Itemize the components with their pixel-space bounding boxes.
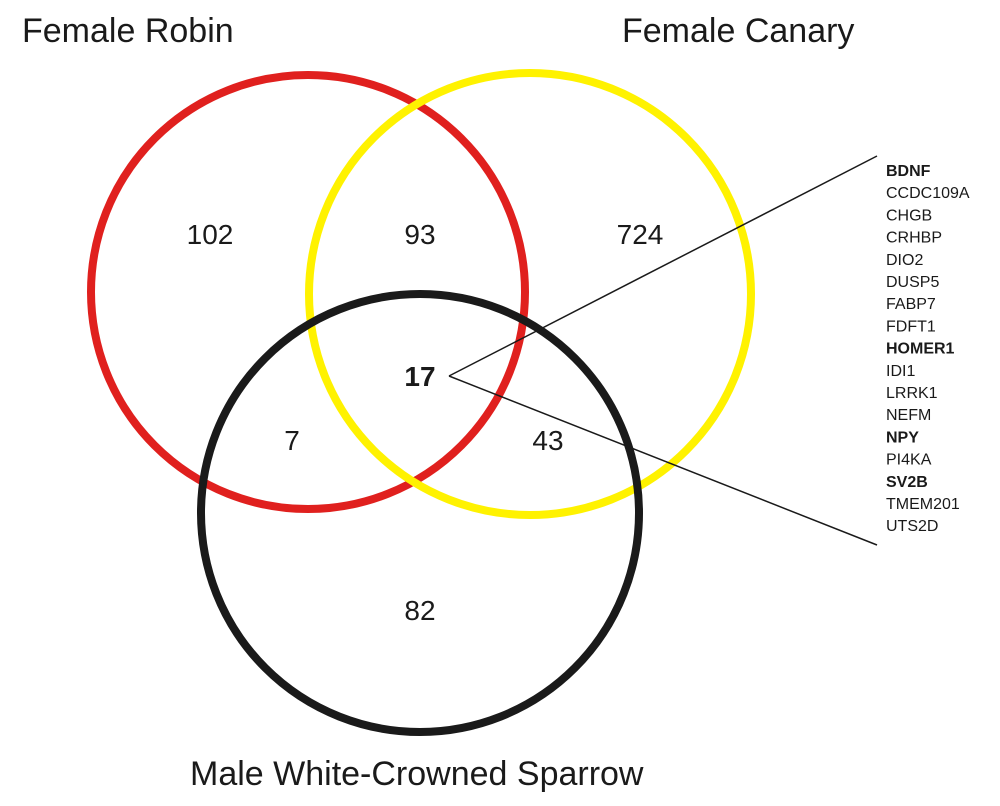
gene-item: BDNF (886, 163, 931, 180)
count-robin-canary: 93 (404, 219, 435, 250)
count-all-three: 17 (404, 361, 435, 392)
canary-circle (305, 69, 755, 519)
gene-list: BDNF CCDC109A CHGB CRHBP DIO2DUSP5FABP7FDFT1… (886, 163, 970, 535)
gene-item: TMEM201 (886, 496, 960, 513)
count-canary-only: 724 (617, 219, 664, 250)
count-robin-only: 102 (187, 219, 234, 250)
gene-item: CCDC109A (886, 185, 970, 202)
gene-item: PI4KA (886, 452, 932, 469)
callout-line-bottom (448, 375, 878, 546)
count-robin-sparrow: 7 (284, 425, 300, 456)
canary-label: Female Canary (622, 12, 854, 50)
robin-circle (87, 71, 529, 513)
gene-item: HOMER1 (886, 341, 955, 358)
gene-item: NEFM (886, 407, 931, 424)
gene-item: CRHBP (886, 230, 942, 247)
count-sparrow-only: 82 (404, 595, 435, 626)
gene-item: NPY (886, 429, 919, 446)
gene-item: UTS2D (886, 518, 938, 535)
robin-label: Female Robin (22, 12, 234, 50)
gene-item: SV2B (886, 474, 928, 491)
gene-item: DIO2 (886, 252, 923, 269)
callout-line-top (448, 155, 878, 377)
gene-item: DUSP5 (886, 274, 939, 291)
count-canary-sparrow: 43 (532, 425, 563, 456)
gene-item: IDI1 (886, 363, 915, 380)
gene-item: CHGB (886, 207, 932, 224)
gene-item: LRRK1 (886, 385, 938, 402)
sparrow-label: Male White-Crowned Sparrow (190, 755, 644, 793)
gene-item: FABP7 (886, 296, 936, 313)
gene-item: FDFT1 (886, 318, 936, 335)
sparrow-circle (197, 290, 643, 736)
